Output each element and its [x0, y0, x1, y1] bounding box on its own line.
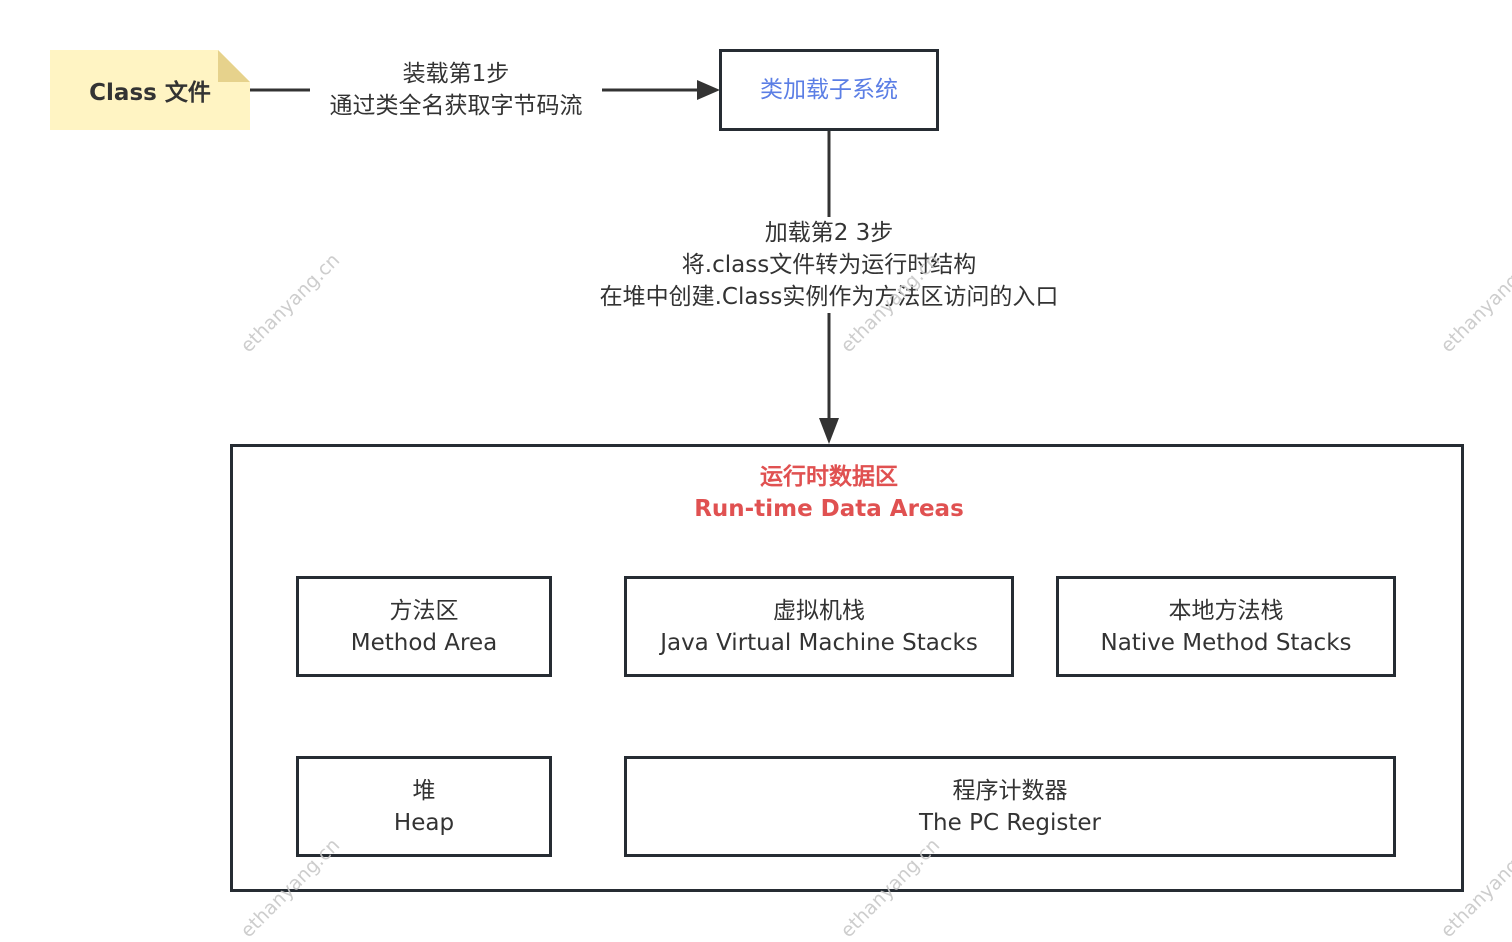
runtime-data-areas[interactable]	[230, 444, 1464, 892]
jvm-stacks-en: Java Virtual Machine Stacks	[660, 629, 978, 656]
arrowhead-down	[819, 418, 839, 444]
runtime-title-en: Run-time Data Areas	[694, 496, 964, 522]
jvm-stacks-cn: 虚拟机栈	[773, 597, 865, 624]
edge-label-step1: 装载第1步 通过类全名获取字节码流	[310, 58, 602, 122]
edge-label-step23: 加载第2 3步 将.class文件转为运行时结构 在堆中创建.Class实例作为…	[570, 217, 1088, 313]
heap-en: Heap	[393, 809, 455, 836]
edge-label-step23-line3: 在堆中创建.Class实例作为方法区访问的入口	[599, 284, 1059, 310]
pc-register-en: The PC Register	[918, 809, 1102, 836]
arrowhead-right	[697, 80, 720, 100]
method-area-en: Method Area	[350, 629, 498, 656]
edge-label-step23-line1: 加载第2 3步	[764, 220, 894, 246]
runtime-title: 运行时数据区 Run-time Data Areas	[600, 461, 1058, 525]
pc-register-cn: 程序计数器	[952, 777, 1068, 804]
class-file-label: Class 文件	[89, 80, 211, 106]
jvm-stacks-box[interactable]: 虚拟机栈 Java Virtual Machine Stacks	[624, 576, 1014, 677]
native-method-stacks-cn: 本地方法栈	[1168, 597, 1284, 624]
edge-label-step1-line2: 通过类全名获取字节码流	[329, 93, 583, 119]
native-method-stacks-en: Native Method Stacks	[1100, 629, 1352, 656]
heap-cn: 堆	[412, 777, 436, 804]
native-method-stacks-box[interactable]: 本地方法栈 Native Method Stacks	[1056, 576, 1396, 677]
runtime-title-cn: 运行时数据区	[760, 464, 898, 490]
class-loader-subsystem[interactable]: 类加载子系统	[719, 49, 939, 131]
heap-box[interactable]: 堆 Heap	[296, 756, 552, 857]
pc-register-box[interactable]: 程序计数器 The PC Register	[624, 756, 1396, 857]
method-area-cn: 方法区	[389, 597, 459, 624]
class-file-note[interactable]	[50, 50, 250, 130]
edge-label-step23-line2: 将.class文件转为运行时结构	[681, 252, 977, 278]
class-loader-label: 类加载子系统	[760, 77, 898, 103]
method-area-box[interactable]: 方法区 Method Area	[296, 576, 552, 677]
edge-label-step1-line1: 装载第1步	[402, 61, 510, 87]
